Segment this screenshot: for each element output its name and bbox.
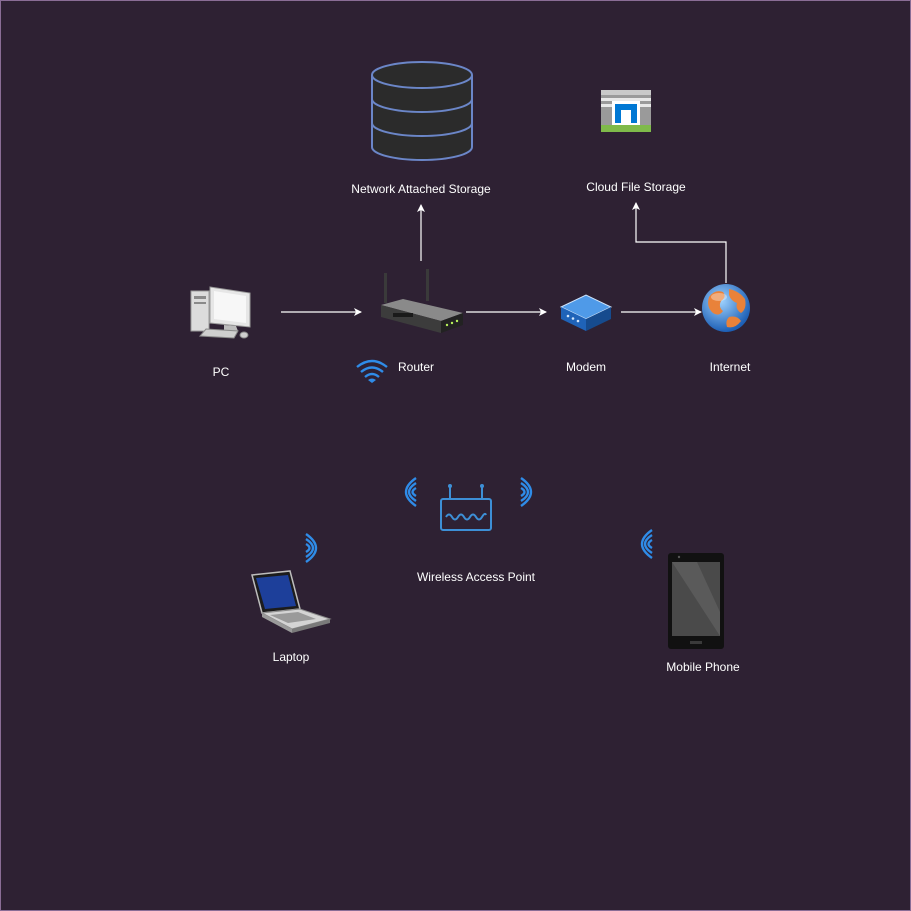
cloud-storage-icon[interactable] <box>600 89 652 138</box>
mobile-phone-icon[interactable] <box>667 552 725 655</box>
wap-label: Wireless Access Point <box>416 570 536 584</box>
database-icon[interactable] <box>369 59 475 170</box>
wireless-access-point-icon[interactable] <box>440 481 494 538</box>
wifi-phone-icon <box>630 527 654 566</box>
wifi-left-icon <box>394 475 418 514</box>
wifi-laptop-icon <box>304 531 328 570</box>
laptop-icon[interactable] <box>250 569 332 640</box>
router-icon[interactable] <box>379 269 465 344</box>
internet-label: Internet <box>709 360 751 374</box>
modem-icon[interactable] <box>559 291 613 338</box>
connector-internet-cloud[interactable] <box>632 202 727 283</box>
wifi-signal-icon <box>355 357 389 388</box>
phone-label: Mobile Phone <box>666 660 740 674</box>
laptop-label: Laptop <box>272 650 310 664</box>
wifi-right-icon <box>519 475 543 514</box>
pc-label: PC <box>212 365 230 379</box>
nas-label: Network Attached Storage <box>351 182 491 196</box>
cloud-storage-label: Cloud File Storage <box>586 180 686 194</box>
modem-label: Modem <box>565 360 607 374</box>
globe-icon[interactable] <box>701 283 751 338</box>
router-label: Router <box>397 360 435 374</box>
desktop-pc-icon[interactable] <box>190 283 254 346</box>
